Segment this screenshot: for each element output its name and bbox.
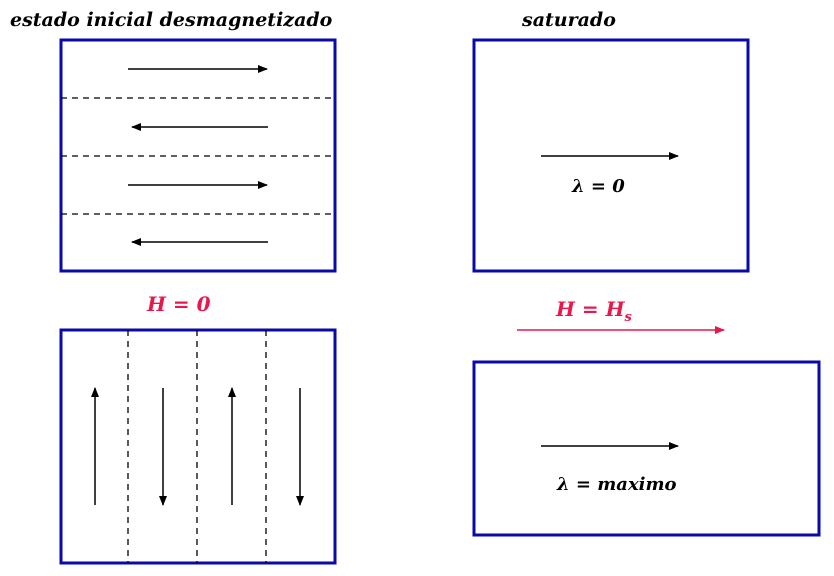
lambda-zero-label: λ = 0: [571, 176, 625, 197]
demagnetized-horizontal-domains: [59, 38, 337, 273]
domain-box-bottom-left: [59, 328, 337, 565]
demagnetized-vertical-domains: [59, 328, 337, 565]
initial-state-title: estado inicial desmagnetizado: [10, 9, 333, 31]
field-sat-subscript: s: [624, 310, 632, 325]
field-zero-label: H = 0: [146, 292, 211, 316]
domain-box-top-right: [472, 38, 750, 273]
field-sat-label: H = Hs: [555, 297, 632, 325]
saturated-title: saturado: [521, 9, 616, 31]
field-sat-main: H = H: [555, 297, 626, 321]
domain-box-bottom-right: [472, 360, 821, 537]
elongated-saturated-domain: λ = maximo: [472, 360, 821, 537]
saturated-domain: λ = 0: [472, 38, 750, 273]
lambda-max-label: λ = maximo: [556, 474, 677, 495]
